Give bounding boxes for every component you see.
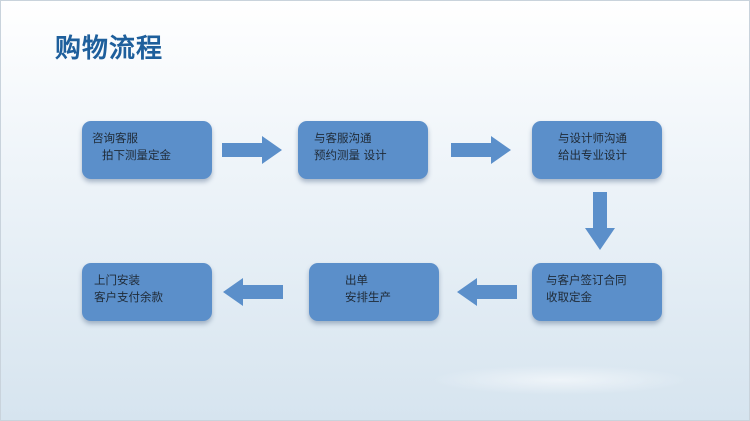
background-highlight <box>430 365 690 395</box>
step-line-2: 收取定金 <box>546 290 592 304</box>
step-sign-contract: 与客户签订合同 收取定金 <box>532 263 662 321</box>
step-line-2: 拍下测量定金 <box>102 148 171 162</box>
step-line-2: 安排生产 <box>345 290 391 304</box>
step-contact-service: 与客服沟通 预约测量 设计 <box>298 121 428 179</box>
step-line-1: 与客服沟通 <box>314 131 372 145</box>
step-consult-service: 咨询客服 拍下测量定金 <box>82 121 212 179</box>
arrow-left-icon <box>223 278 283 306</box>
step-place-order: 出单 安排生产 <box>309 263 439 321</box>
step-line-1: 上门安装 <box>94 273 140 287</box>
step-line-2: 给出专业设计 <box>558 148 627 162</box>
step-installation: 上门安装 客户支付余款 <box>82 263 212 321</box>
arrow-down-icon <box>585 192 615 250</box>
step-line-1: 与客户签订合同 <box>546 273 627 287</box>
step-line-2: 客户支付余款 <box>94 290 163 304</box>
page-title: 购物流程 <box>55 34 164 64</box>
step-line-1: 咨询客服 <box>92 131 138 145</box>
step-line-1: 出单 <box>345 273 368 287</box>
step-contact-designer: 与设计师沟通 给出专业设计 <box>532 121 662 179</box>
arrow-right-icon <box>451 136 511 164</box>
arrow-left-icon <box>457 278 517 306</box>
arrow-right-icon <box>222 136 282 164</box>
step-line-1: 与设计师沟通 <box>558 131 627 145</box>
step-line-2: 预约测量 设计 <box>314 148 387 162</box>
